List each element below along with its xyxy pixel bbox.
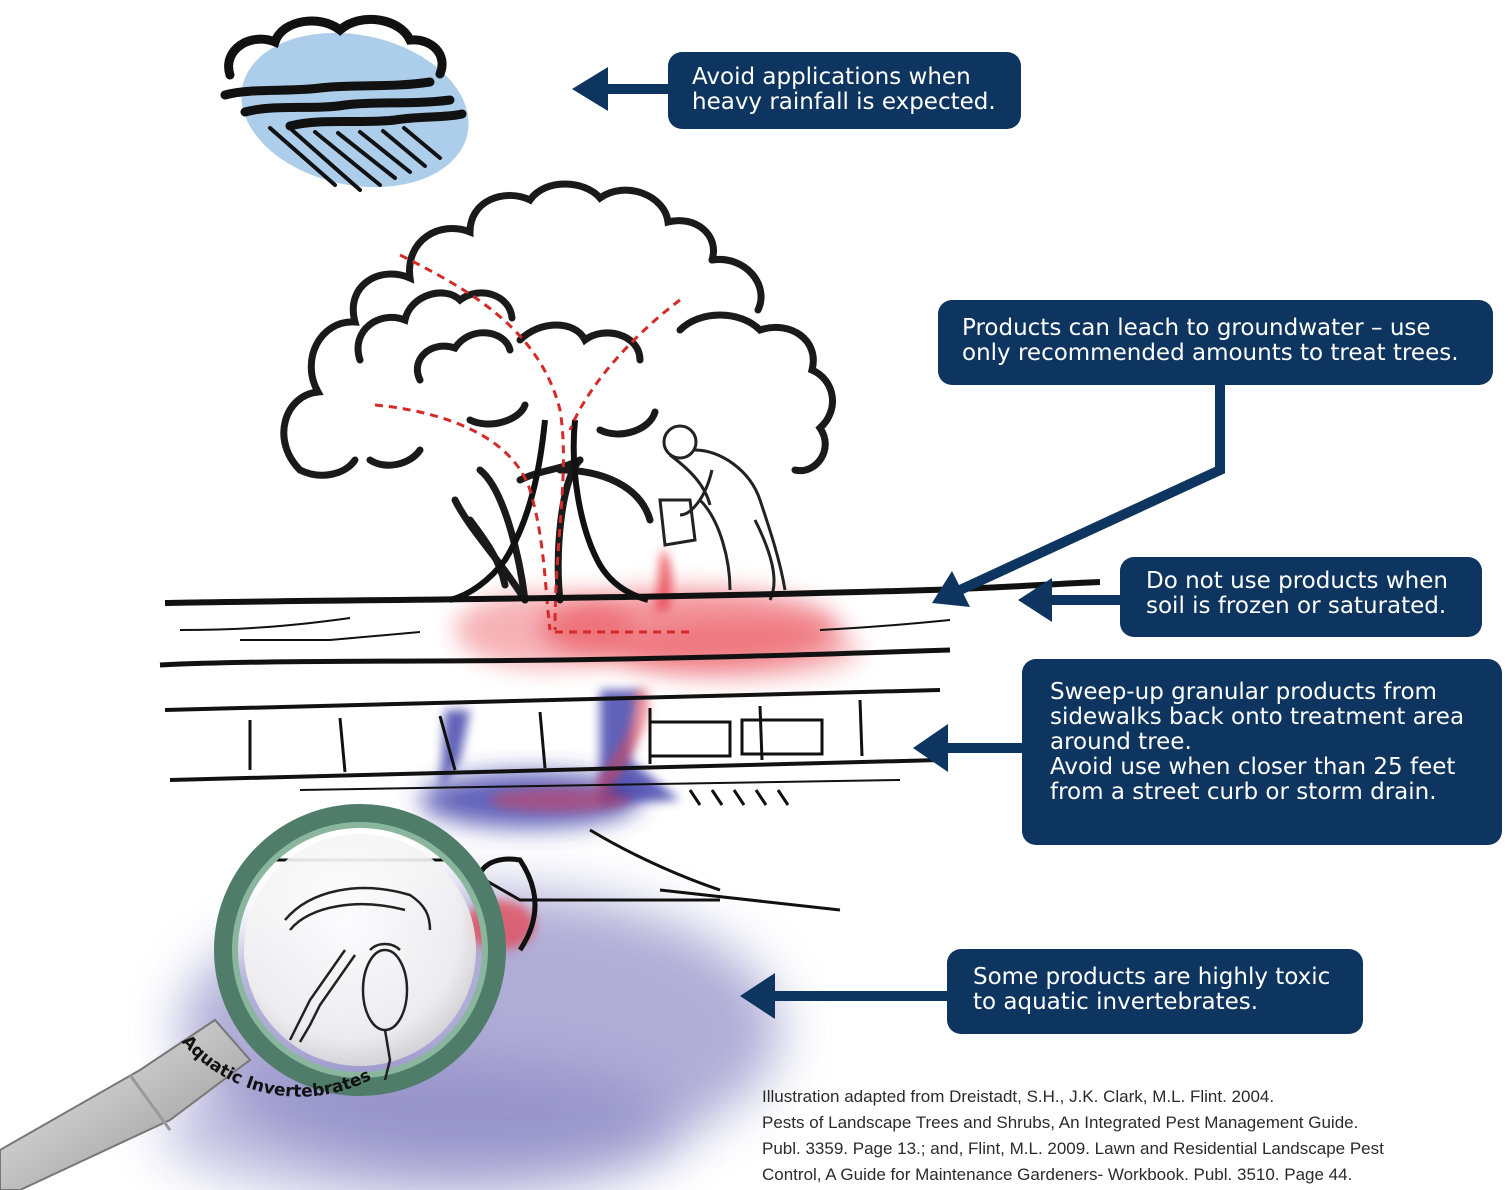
illustration-credit: Illustration adapted from Dreistadt, S.H… [762, 1084, 1502, 1188]
gardener-sketch [658, 424, 787, 601]
callout-arrows [572, 67, 1225, 1019]
callout-sweep-line-2: sidewalks back onto treatment area [1050, 704, 1465, 730]
arrow-sweep [913, 724, 1025, 772]
callout-frozen: Do not use products when soil is frozen … [1120, 557, 1482, 637]
callout-sweep-line-1: Sweep-up granular products from [1050, 679, 1437, 705]
callout-sweep-line-5: from a street curb or storm drain. [1050, 779, 1437, 805]
callout-toxic-line-1: Some products are highly toxic [973, 964, 1331, 990]
translocation-lines [374, 253, 690, 634]
credit-line-3: Publ. 3359. Page 13.; and, Flint, M.L. 2… [762, 1139, 1384, 1158]
pesticide-spread [455, 548, 860, 812]
credit-line-2: Pests of Landscape Trees and Shrubs, An … [762, 1113, 1359, 1132]
callout-toxic-line-2: to aquatic invertebrates. [973, 989, 1259, 1015]
rain-cloud [220, 14, 469, 192]
credit-line-1: Illustration adapted from Dreistadt, S.H… [762, 1087, 1275, 1106]
arrow-frozen [1018, 578, 1125, 622]
callout-leach: Products can leach to groundwater – use … [938, 300, 1493, 385]
credit-line-4: Control, A Guide for Maintenance Gardene… [762, 1165, 1353, 1184]
callout-leach-line-2: only recommended amounts to treat trees. [962, 340, 1459, 366]
callout-toxic: Some products are highly toxic to aquati… [947, 949, 1363, 1034]
callout-rain: Avoid applications when heavy rainfall i… [668, 52, 1021, 129]
callout-leach-line-1: Products can leach to groundwater – use [962, 315, 1431, 341]
storm-drain-grate [648, 718, 824, 806]
arrow-leach [932, 380, 1225, 607]
callout-rain-line-1: Avoid applications when [692, 64, 971, 90]
callout-sweep-line-3: around tree. [1050, 729, 1192, 755]
magnifying-glass [0, 804, 506, 1190]
arrow-toxic [740, 973, 950, 1019]
tree-sketch [280, 180, 836, 604]
callout-sweep-line-4: Avoid use when closer than 25 feet [1050, 754, 1456, 780]
ground-sketch [159, 579, 1101, 952]
callout-frozen-line-1: Do not use products when [1146, 568, 1448, 594]
invertebrate-sketches [284, 886, 432, 1081]
callout-rain-line-2: heavy rainfall is expected. [692, 89, 996, 115]
callout-frozen-line-2: soil is frozen or saturated. [1146, 593, 1447, 619]
arrow-rain [572, 67, 670, 111]
tree-trunk [449, 419, 649, 603]
callout-sweep: Sweep-up granular products from sidewalk… [1022, 659, 1502, 845]
